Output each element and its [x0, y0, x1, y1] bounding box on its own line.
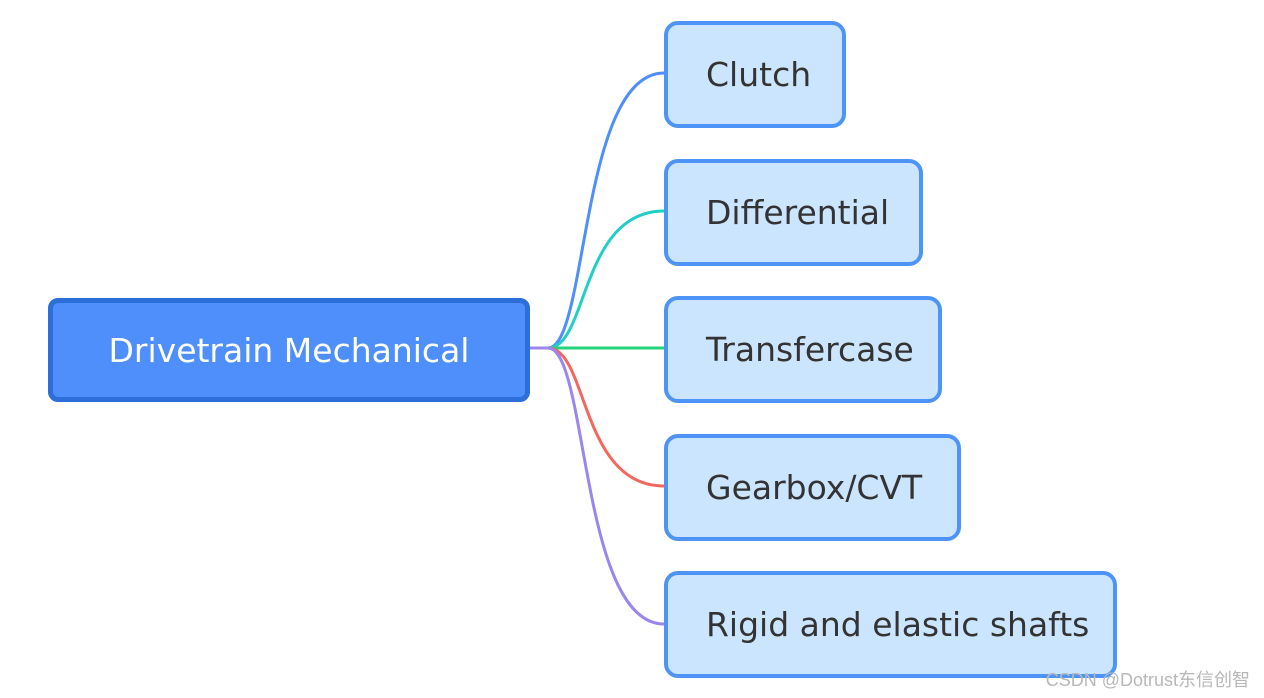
link-rigid-elastic-shafts: [528, 346, 666, 626]
root-node-drivetrain-mechanical[interactable]: Drivetrain Mechanical: [48, 298, 530, 402]
branch-node-rigid-elastic-shafts[interactable]: Rigid and elastic shafts: [664, 571, 1117, 678]
link-gearbox-cvt: [528, 346, 666, 488]
branch-node-label: Differential: [706, 193, 890, 232]
branch-node-clutch[interactable]: Clutch: [664, 21, 846, 128]
branch-node-label: Rigid and elastic shafts: [706, 605, 1090, 644]
link-differential: [528, 209, 666, 350]
link-clutch: [528, 71, 666, 350]
branch-node-label: Clutch: [706, 55, 812, 94]
branch-node-differential[interactable]: Differential: [664, 159, 923, 266]
branch-node-label: Gearbox/CVT: [706, 468, 923, 507]
branch-node-transfercase[interactable]: Transfercase: [664, 296, 942, 403]
branch-node-gearbox-cvt[interactable]: Gearbox/CVT: [664, 434, 961, 541]
watermark-text: CSDN @Dotrust东信创智: [1045, 670, 1250, 690]
branch-node-label: Transfercase: [706, 330, 914, 369]
root-node-label: Drivetrain Mechanical: [108, 330, 470, 370]
